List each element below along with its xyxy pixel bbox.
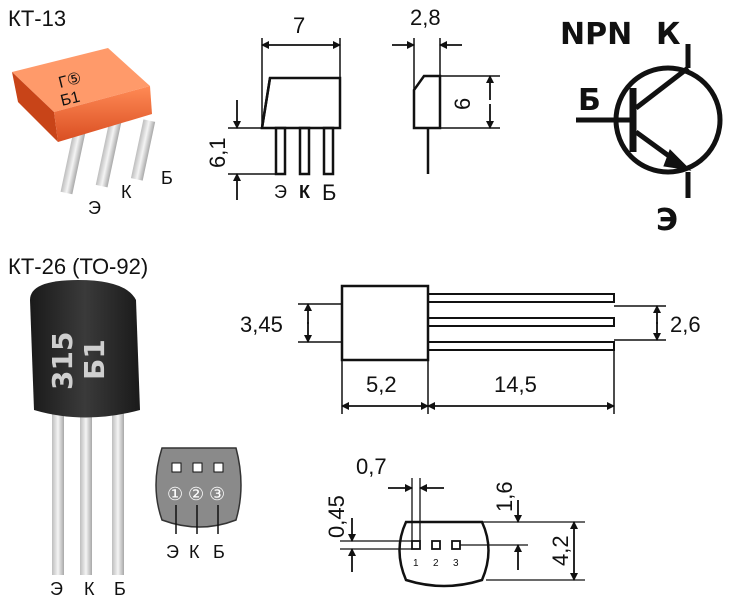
kt13-case-marking-2: Б1 xyxy=(59,89,82,110)
kt26-pinout xyxy=(155,447,242,534)
kt26-lead-height-dim: 2,6 xyxy=(670,312,701,337)
kt13-front-drawing xyxy=(228,38,342,200)
kt26-lead-length-dim: 14,5 xyxy=(494,372,537,397)
npn-collector-label: К xyxy=(656,17,681,52)
kt13-title: КТ-13 xyxy=(8,6,67,31)
kt13-side-width-dim: 2,8 xyxy=(410,5,441,30)
kt26-photo-pin-b: Б xyxy=(114,579,126,599)
kt26-photo-pin-k: К xyxy=(84,579,95,599)
kt13-height-dim: 6,1 xyxy=(205,137,230,168)
kt26-pinout-letter-e: Э xyxy=(166,542,179,562)
kt26-title: КТ-26 (ТО-92) xyxy=(8,254,149,279)
kt26-photo-pin-e: Э xyxy=(50,579,63,599)
kt26-pinout-letter-k: К xyxy=(189,542,200,562)
kt26-end-view xyxy=(340,478,585,588)
kt26-case-marking-2: Б1 xyxy=(78,339,111,380)
kt26-pin-spacing-dim: 0,7 xyxy=(356,454,387,479)
kt13-photo-pin-k: К xyxy=(121,182,132,202)
kt26-end-pin-1: 1 xyxy=(413,558,419,569)
kt26-end-pin-3: 3 xyxy=(453,558,459,569)
kt13-photo-pin-e: Э xyxy=(88,198,101,218)
kt26-pinout-number-3: ③ xyxy=(209,484,225,504)
kt26-body-length-dim: 5,2 xyxy=(366,372,397,397)
kt26-pin-offset-dim: 0,45 xyxy=(324,495,349,538)
kt13-drawing-pin-k: К xyxy=(299,182,311,202)
npn-symbol xyxy=(576,44,723,198)
npn-type-label: NPN xyxy=(560,17,632,52)
kt13-photo: Г⑤ Б1 xyxy=(12,48,156,195)
kt26-body-height-dim: 3,45 xyxy=(240,312,283,337)
kt26-pinout-letter-b: Б xyxy=(213,542,225,562)
kt13-side-drawing xyxy=(392,38,500,174)
npn-base-label: Б xyxy=(578,83,601,118)
kt13-photo-pin-b: Б xyxy=(161,168,173,188)
kt13-drawing-pin-b: Б xyxy=(322,180,336,205)
kt26-pinout-number-1: ① xyxy=(167,484,183,504)
kt13-case-marking-1: Г⑤ xyxy=(57,70,83,92)
kt26-photo: 315 Б1 xyxy=(30,280,140,575)
kt26-side-drawing xyxy=(298,284,666,414)
kt26-top-gap-dim: 1,6 xyxy=(492,481,517,512)
kt26-height-dim: 4,2 xyxy=(548,535,573,566)
kt26-case-marking-1: 315 xyxy=(46,332,79,390)
kt13-width-dim: 7 xyxy=(293,13,305,38)
npn-emitter-label: Э xyxy=(656,203,678,238)
kt13-drawing-pin-e: Э xyxy=(274,182,287,202)
kt13-side-height-dim: 6 xyxy=(450,98,475,110)
kt26-end-pin-2: 2 xyxy=(433,558,439,569)
kt26-pinout-number-2: ② xyxy=(188,484,204,504)
